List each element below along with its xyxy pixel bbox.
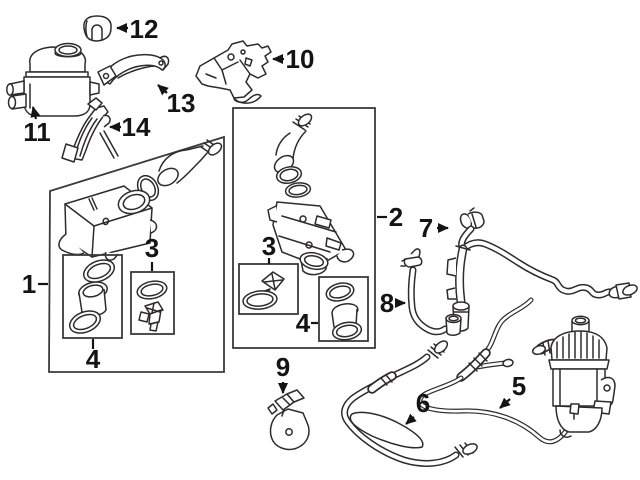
box1-hose-drawing (157, 139, 223, 187)
part-number-label-6: 6 (416, 388, 430, 418)
part-number-label-14: 14 (122, 112, 151, 142)
part-number-label-1: 1 (22, 269, 36, 299)
callout-14: 14 (109, 112, 151, 142)
box2-kit-3 (238, 263, 299, 315)
callout-5: 5 (499, 371, 526, 409)
box2-kit-4 (318, 276, 369, 342)
part-6-hose-drawing (341, 340, 478, 467)
part-number-label-5: 5 (512, 371, 526, 401)
callout-3-left: 3 (145, 233, 159, 271)
callout-3-mid: 3 (262, 231, 276, 264)
callout-9: 9 (276, 352, 290, 394)
callout-6: 6 (405, 388, 430, 425)
box1-kit-4 (62, 254, 123, 339)
part-11-expansion-tank-drawing (6, 42, 100, 117)
part-number-label-4-mid: 4 (296, 308, 311, 338)
assembly-box-2 (232, 107, 376, 349)
part-number-label-11: 11 (23, 117, 51, 147)
callout-11: 11 (23, 106, 51, 147)
box2-intercooler-drawing (267, 182, 355, 276)
box1-kit-3 (130, 271, 175, 335)
part-number-label-12: 12 (130, 14, 159, 44)
part-8-hose-drawing (400, 248, 462, 336)
box1-intercooler-drawing (58, 185, 158, 261)
assembly-box-1 (48, 135, 225, 373)
callout-4-mid: 4 (296, 308, 318, 338)
callouts: 1 2 3 4 3 4 5 6 (22, 14, 526, 425)
part-9-sensor-drawing (267, 389, 310, 451)
part-number-label-7: 7 (419, 213, 433, 243)
part-number-label-8: 8 (380, 288, 394, 318)
part-13-bracket-drawing (97, 53, 170, 86)
box2-clamp-drawing (275, 166, 303, 184)
part-14-support-bracket-drawing (61, 97, 119, 163)
part-7-hose-drawing (446, 207, 638, 332)
part-number-label-4-left: 4 (86, 344, 101, 374)
part-number-label-9: 9 (276, 352, 290, 382)
part-number-label-3-left: 3 (145, 233, 159, 263)
callout-10: 10 (272, 44, 315, 74)
part-number-label-10: 10 (286, 44, 315, 74)
part-number-label-13: 13 (167, 88, 196, 118)
part-number-label-2: 2 (389, 202, 403, 232)
callout-7: 7 (419, 213, 449, 243)
callout-13: 13 (157, 84, 196, 118)
callout-2: 2 (377, 202, 403, 232)
part-10-mounting-bracket-drawing (195, 40, 272, 104)
callout-8: 8 (380, 288, 406, 318)
callout-1: 1 (22, 269, 48, 299)
part-number-label-3-mid: 3 (262, 231, 276, 261)
part-12-cap-drawing (83, 15, 112, 42)
callout-12: 12 (116, 14, 159, 44)
callout-4-left: 4 (86, 339, 101, 374)
water-pump-drawing (531, 315, 616, 438)
